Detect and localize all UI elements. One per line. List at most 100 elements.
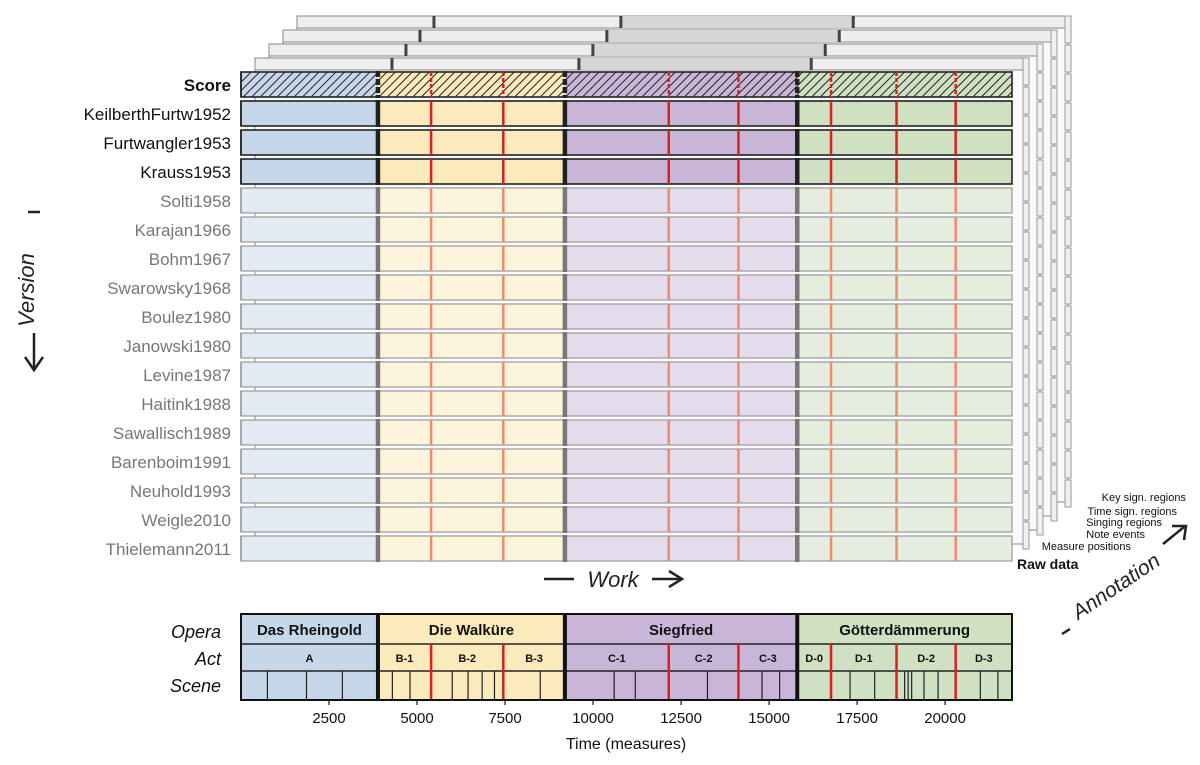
act-label: D-2 [917, 653, 935, 665]
opera-segment [564, 217, 798, 242]
opera-segment [377, 362, 565, 387]
opera-segment [564, 159, 798, 184]
annotation-layer-edge [1064, 44, 1072, 73]
score-row [240, 71, 1013, 98]
annotation-layer-edge [1050, 348, 1058, 377]
annotation-layer-edge [1022, 347, 1030, 376]
annotation-layer-edge [1036, 130, 1044, 159]
version-label: Karajan1966 [135, 221, 231, 240]
annotation-layer-edge [1050, 261, 1058, 290]
version-label: Barenboim1991 [111, 453, 231, 472]
annotation-layer-edge [1022, 405, 1030, 434]
annotation-layer-edge [1036, 478, 1044, 507]
x-tick-label: 15000 [748, 710, 790, 727]
annotation-layer-edge [1022, 115, 1030, 144]
opera-segment [377, 101, 565, 126]
version-label: Sawallisch1989 [113, 424, 231, 443]
version-label: Janowski1980 [123, 337, 231, 356]
opera-segment [797, 101, 1012, 126]
opera-segment [564, 362, 798, 387]
opera-segment [564, 478, 798, 503]
opera-segment [241, 333, 378, 358]
opera-segment [797, 188, 1012, 213]
x-tick-label: 2500 [312, 710, 345, 727]
version-label: Thielemann2011 [106, 540, 231, 559]
opera-segment [797, 333, 1012, 358]
annotation-layer-edge [1036, 362, 1044, 391]
opera-segment [564, 449, 798, 474]
annotation-layer-edge [1050, 406, 1058, 435]
opera-segment [241, 304, 378, 329]
annotation-layer-edge [1064, 73, 1072, 102]
version-row [240, 477, 1013, 504]
annotation-layer-edge [1064, 450, 1072, 479]
version-row [240, 216, 1013, 243]
x-tick-label: 20000 [924, 710, 966, 727]
annotation-layer-edge [1064, 479, 1072, 508]
version-label: Boulez1980 [141, 308, 231, 327]
opera-segment [797, 217, 1012, 242]
score-label: Score [184, 76, 231, 95]
annotation-layer-edge [1050, 58, 1058, 87]
annotation-axis-arrow-shaft [1162, 526, 1185, 545]
version-row [240, 535, 1013, 562]
annotation-layer-edge [1064, 102, 1072, 131]
annotation-layer-edge [1022, 86, 1030, 115]
opera-segment [797, 449, 1012, 474]
version-row [240, 361, 1013, 388]
opera-segment [377, 507, 565, 532]
version-row [240, 390, 1013, 417]
annotation-layer-edge [1064, 218, 1072, 247]
opera-segment [564, 391, 798, 416]
annotation-layer-edge [1022, 492, 1030, 521]
annotation-layer-edge [1050, 377, 1058, 406]
opera-segment [797, 478, 1012, 503]
timeline-row-labels: Opera Act Scene [170, 622, 222, 696]
opera-segment [797, 130, 1012, 155]
annotation-layer-label: Key sign. regions [1102, 492, 1187, 504]
x-tick-label: 17500 [836, 710, 878, 727]
annotation-layer-edge [1036, 333, 1044, 362]
act-label: D-1 [855, 653, 873, 665]
version-label: Weigle2010 [142, 511, 231, 530]
version-axis: Version [14, 210, 45, 373]
act-label: D-0 [805, 653, 823, 665]
annotation-axis-label: Annotation [1067, 549, 1165, 625]
annotation-layer-edge [1022, 318, 1030, 347]
version-row [240, 158, 1013, 185]
opera-column [564, 644, 798, 700]
score-hatch [241, 72, 1012, 97]
opera-segment [797, 159, 1012, 184]
opera-segment [377, 333, 565, 358]
x-tick-label: 12500 [660, 710, 702, 727]
version-axis-label: Version [14, 253, 39, 327]
x-tick-label: 7500 [488, 710, 521, 727]
annotation-layer-edge [1036, 246, 1044, 275]
annotation-layer-edge [1036, 420, 1044, 449]
opera-segment [241, 391, 378, 416]
version-label: Neuhold1993 [130, 482, 231, 501]
act-label: C-3 [759, 653, 777, 665]
x-tick-label: 5000 [400, 710, 433, 727]
version-row [240, 245, 1013, 272]
annotation-layer-edge [1050, 435, 1058, 464]
opera-segment [377, 246, 565, 271]
annotation-layer-band-segment [592, 44, 826, 56]
act-label: B-1 [396, 653, 414, 665]
version-row [240, 419, 1013, 446]
opera-column [241, 644, 378, 700]
annotation-layer-edge [1050, 203, 1058, 232]
opera-cell [564, 614, 798, 644]
annotation-layer-edge [1036, 159, 1044, 188]
opera-segment [241, 478, 378, 503]
raw-data-label: Raw data [1017, 556, 1079, 572]
opera-name: Das Rheingold [257, 622, 362, 639]
opera-segment [377, 188, 565, 213]
version-row [240, 448, 1013, 475]
opera-name: Die Walküre [429, 622, 514, 639]
opera-segment [241, 101, 378, 126]
annotation-layer-band-segment [620, 16, 854, 28]
act-label: A [305, 653, 313, 665]
